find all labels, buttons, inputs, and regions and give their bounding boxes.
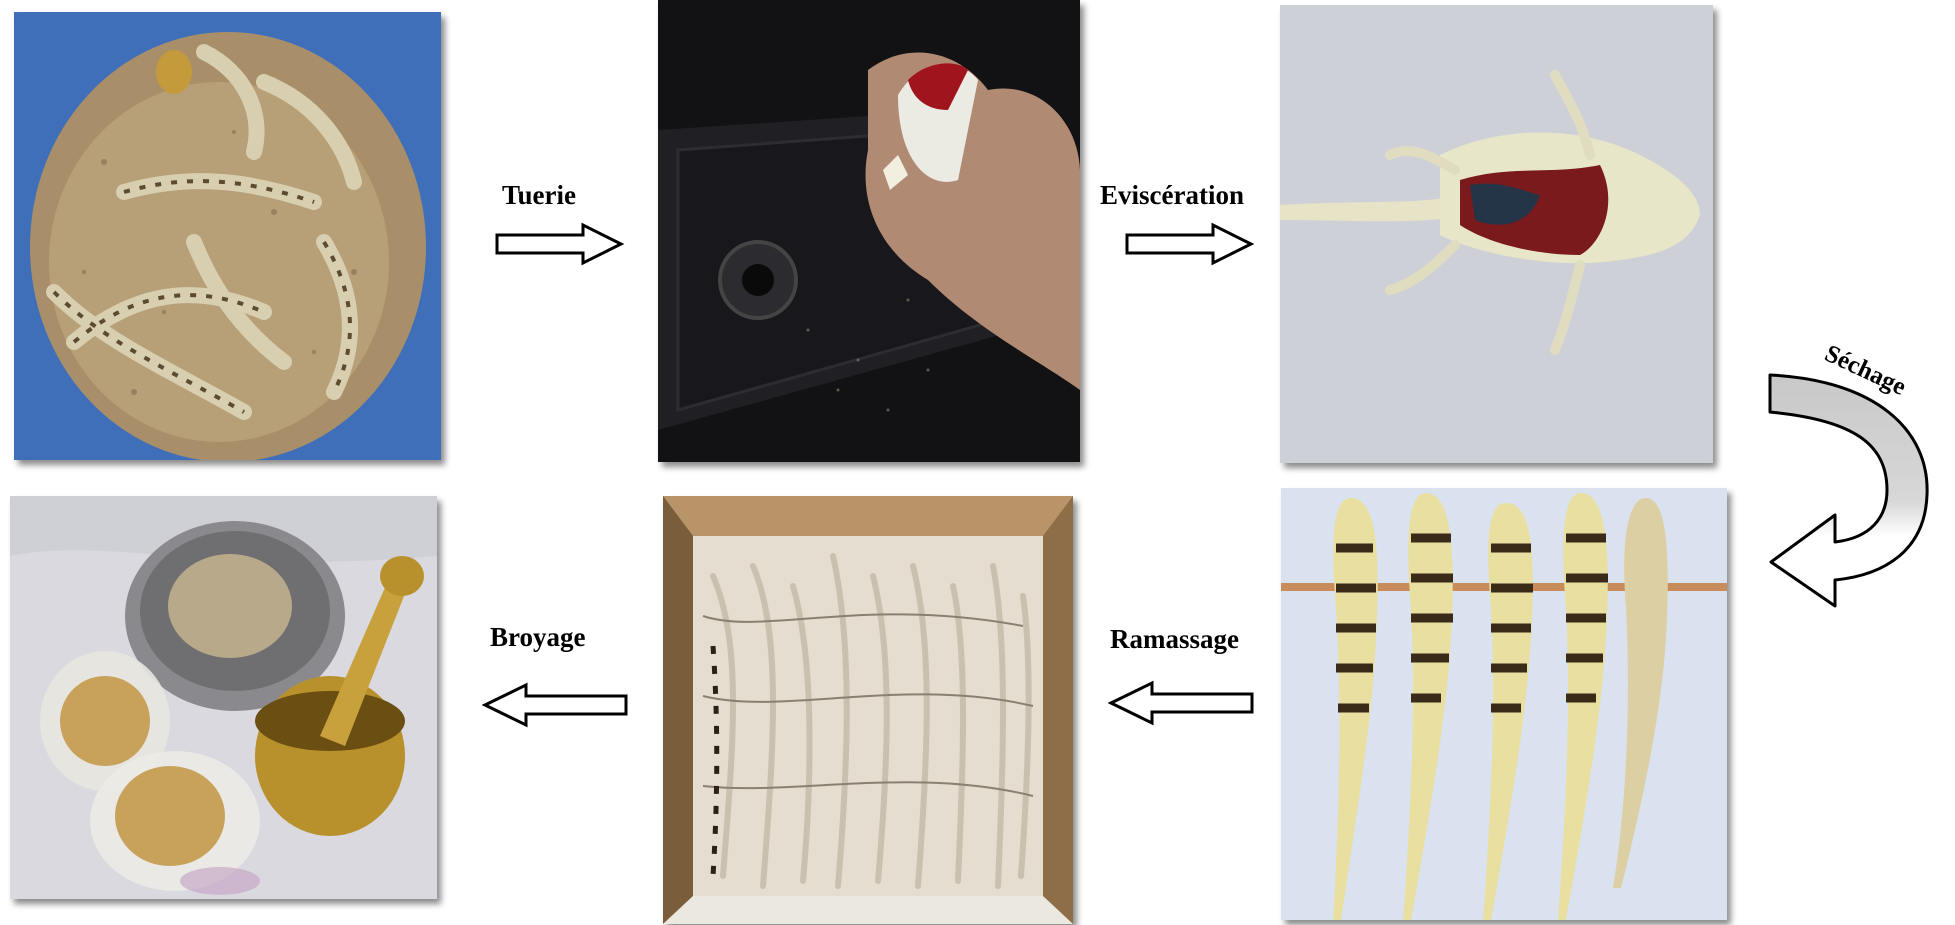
step-label-tuerie: Tuerie [502,180,576,211]
photo-eviscerated-lizard [1280,5,1713,463]
photo-killing-in-sink [658,0,1080,462]
arrow-right-tuerie [495,222,625,266]
arrow-left-broyage [482,682,628,728]
photo-ground-powder-mortar [10,496,437,899]
photo-drying-lizards [1281,488,1727,920]
step-label-broyage: Broyage [490,622,586,653]
step-label-evisceration: Eviscération [1100,180,1244,211]
photo-live-lizards-bucket [14,12,441,460]
curved-arrow-sechage [1765,370,1935,615]
photo-dried-lizards-box [663,496,1073,924]
arrow-left-ramassage [1108,680,1254,726]
arrow-right-evisceration [1125,222,1255,266]
step-label-ramassage: Ramassage [1110,624,1239,655]
